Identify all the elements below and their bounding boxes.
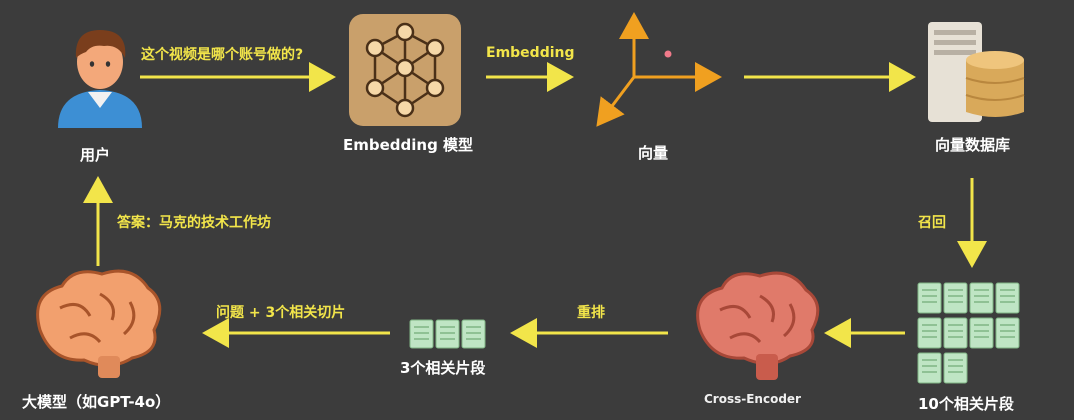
doc-card (461, 319, 486, 349)
node-user-label: 用户 (80, 146, 111, 164)
doc-card (917, 282, 942, 314)
node-top3-label: 3个相关片段 (400, 359, 486, 377)
edge-rerank-label: 重排 (577, 305, 605, 321)
cross-encoder-brain-icon (696, 271, 820, 380)
llm-brain-icon (36, 269, 162, 378)
doc-card (995, 282, 1020, 314)
node-vector-db-label: 向量数据库 (935, 136, 1011, 154)
top10-docs-icon (917, 282, 1020, 384)
doc-card (943, 352, 968, 384)
node-cross-encoder-label: Cross-Encoder (704, 392, 801, 406)
neural-network-icon (349, 14, 461, 126)
user-icon (58, 30, 142, 128)
vector-axes-icon (596, 12, 722, 127)
doc-card (435, 319, 460, 349)
node-vector-label: 向量 (638, 144, 669, 162)
edge-question-plus-label: 问题 + 3个相关切片 (216, 305, 346, 321)
edge-recall-label: 召回 (918, 215, 946, 231)
edge-answer-label: 答案：马克的技术工作坊 (117, 215, 271, 231)
node-embedding-model-label: Embedding 模型 (343, 136, 474, 154)
node-llm-label: 大模型（如GPT-4o） (22, 393, 171, 411)
doc-card (969, 317, 994, 349)
database-icon (928, 22, 1025, 122)
top3-docs-icon (409, 319, 486, 349)
doc-card (995, 317, 1020, 349)
doc-card (943, 317, 968, 349)
node-top10-label: 10个相关片段 (918, 395, 1014, 413)
doc-card (917, 352, 942, 384)
doc-card (409, 319, 434, 349)
edge-question-label: 这个视频是哪个账号做的? (141, 47, 304, 63)
edge-embedding-label: Embedding (486, 45, 575, 61)
doc-card (917, 317, 942, 349)
doc-card (969, 282, 994, 314)
doc-card (943, 282, 968, 314)
